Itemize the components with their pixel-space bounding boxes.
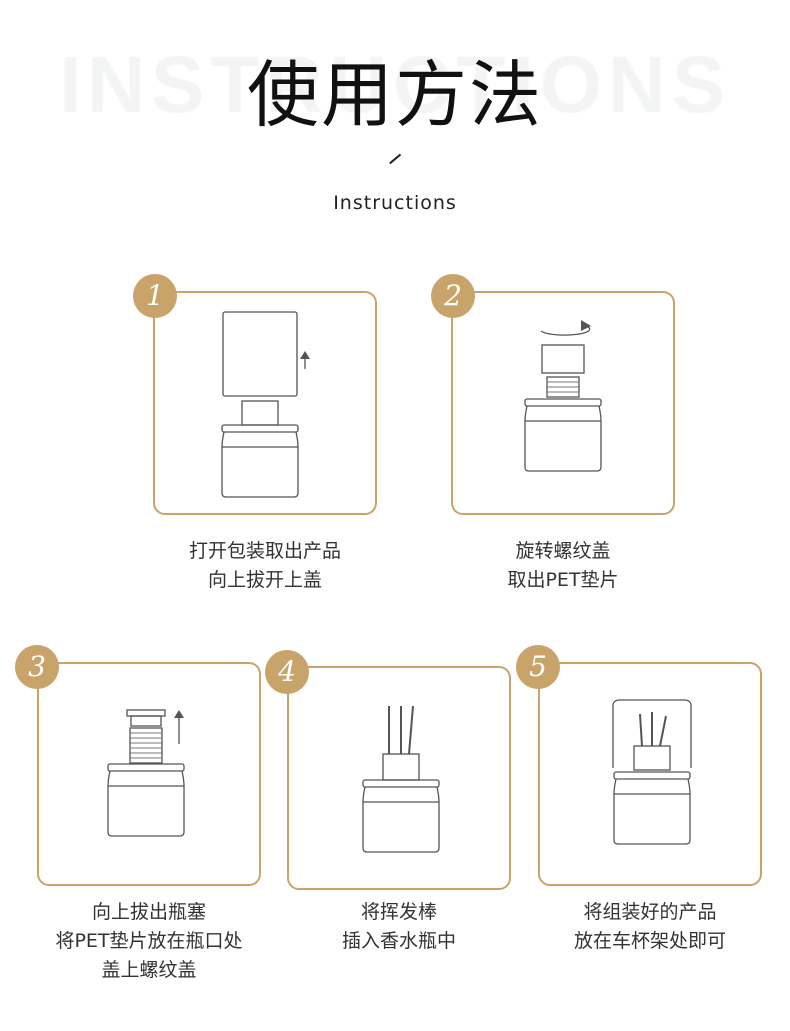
reed-sticks-icon (639, 712, 667, 747)
caption-line: 放在车杯架处即可 (573, 930, 726, 952)
step-2-card (451, 291, 675, 515)
outer-cap (612, 699, 692, 768)
page-subtitle: Instructions (333, 192, 457, 214)
rotate-arrow-icon (540, 320, 591, 336)
step-illustration (612, 699, 692, 845)
background-watermark-word (0, 40, 790, 140)
step-illustration (524, 320, 602, 472)
step-1-card (153, 291, 377, 515)
bottle-icon (221, 424, 299, 498)
caption-line: 插入香水瓶中 (341, 930, 456, 952)
caption-line: 将组装好的产品 (583, 901, 717, 923)
bottle-icon (613, 771, 691, 845)
caption-line: 盖上螺纹盖 (101, 959, 197, 981)
step-4-caption: 将挥发棒 插入香水瓶中 (269, 898, 529, 956)
bottle-icon (524, 398, 602, 472)
outer-cap (222, 311, 298, 397)
divider-slash (389, 153, 401, 164)
step-2-caption: 旋转螺纹盖 取出PET垫片 (433, 537, 693, 595)
step-4-card (287, 666, 511, 890)
step-illustration (362, 705, 440, 853)
bottle-icon (107, 763, 185, 837)
step-3-caption: 向上拔出瓶塞 将PET垫片放在瓶口处 盖上螺纹盖 (19, 898, 279, 985)
reed-sticks-icon (388, 705, 414, 755)
caption-line: 向上拔开上盖 (207, 569, 322, 591)
stopper (126, 709, 166, 727)
step-1-caption: 打开包装取出产品 向上拔开上盖 (135, 537, 395, 595)
inner-cap (241, 400, 279, 426)
caption-line: 旋转螺纹盖 (515, 540, 611, 562)
caption-line: 打开包装取出产品 (188, 540, 341, 562)
step-4-badge: 4 (265, 650, 309, 694)
step-5-badge: 5 (516, 645, 560, 689)
arrow-up-icon (300, 351, 310, 369)
step-3-badge: 3 (15, 645, 59, 689)
page-title: 使用方法 (246, 53, 543, 137)
arrow-up-icon (174, 710, 184, 744)
thread-neck (129, 727, 163, 764)
bottle-icon (362, 779, 440, 853)
step-5-caption: 将组装好的产品 放在车杯架处即可 (520, 898, 780, 956)
caption-line: 将挥发棒 (360, 901, 437, 923)
caption-line: 将PET垫片放在瓶口处 (55, 930, 243, 952)
screw-cap (541, 344, 585, 374)
caption-line: 向上拔出瓶塞 (91, 901, 206, 923)
caption-line: 取出PET垫片 (507, 569, 619, 591)
step-1-badge: 1 (133, 274, 177, 318)
step-5-card (538, 662, 762, 886)
step-3-card (37, 662, 261, 886)
step-illustration (107, 709, 185, 837)
step-illustration (221, 311, 310, 498)
thread-neck (546, 376, 580, 398)
step-2-badge: 2 (431, 274, 475, 318)
